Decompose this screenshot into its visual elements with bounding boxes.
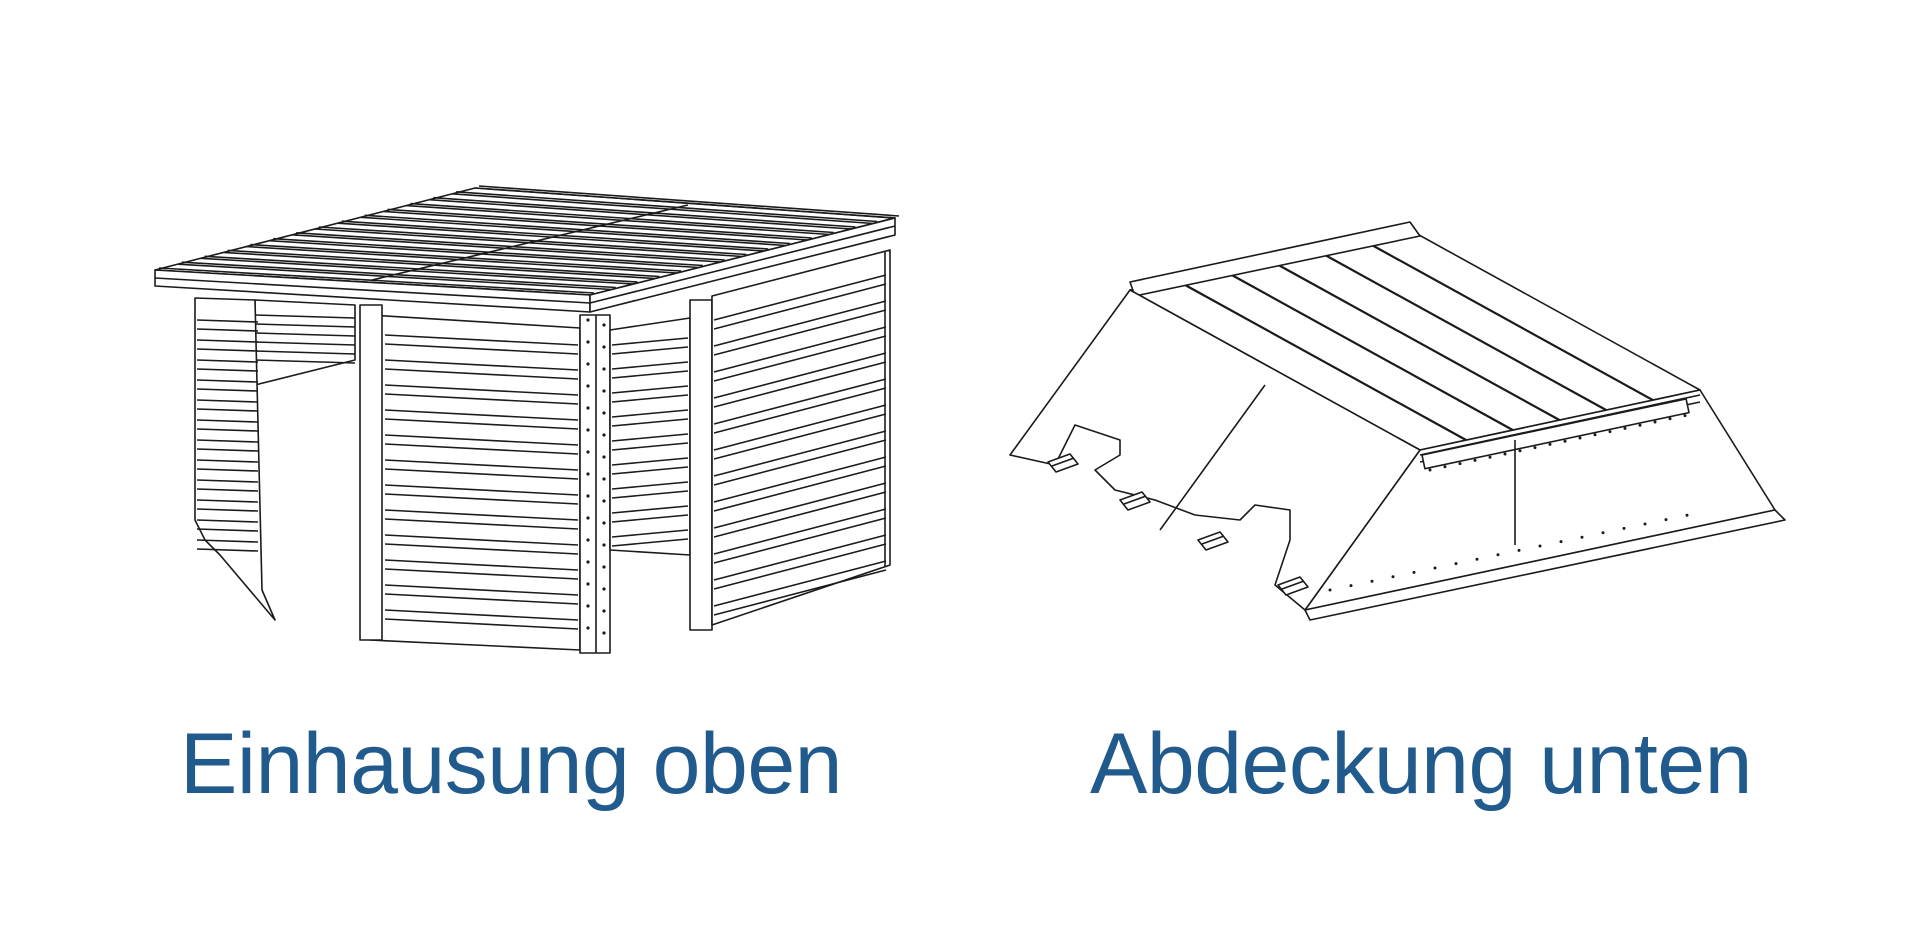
caption-enclosure-top: Einhausung oben xyxy=(180,716,842,812)
caption-cover-bottom: Abdeckung unten xyxy=(1090,716,1752,812)
figure-enclosure: Einhausung oben xyxy=(154,185,900,812)
enclosure-drawing-icon xyxy=(154,185,900,654)
figure-cover: Abdeckung unten xyxy=(960,0,1920,945)
cover-drawing-icon xyxy=(1009,221,1786,621)
